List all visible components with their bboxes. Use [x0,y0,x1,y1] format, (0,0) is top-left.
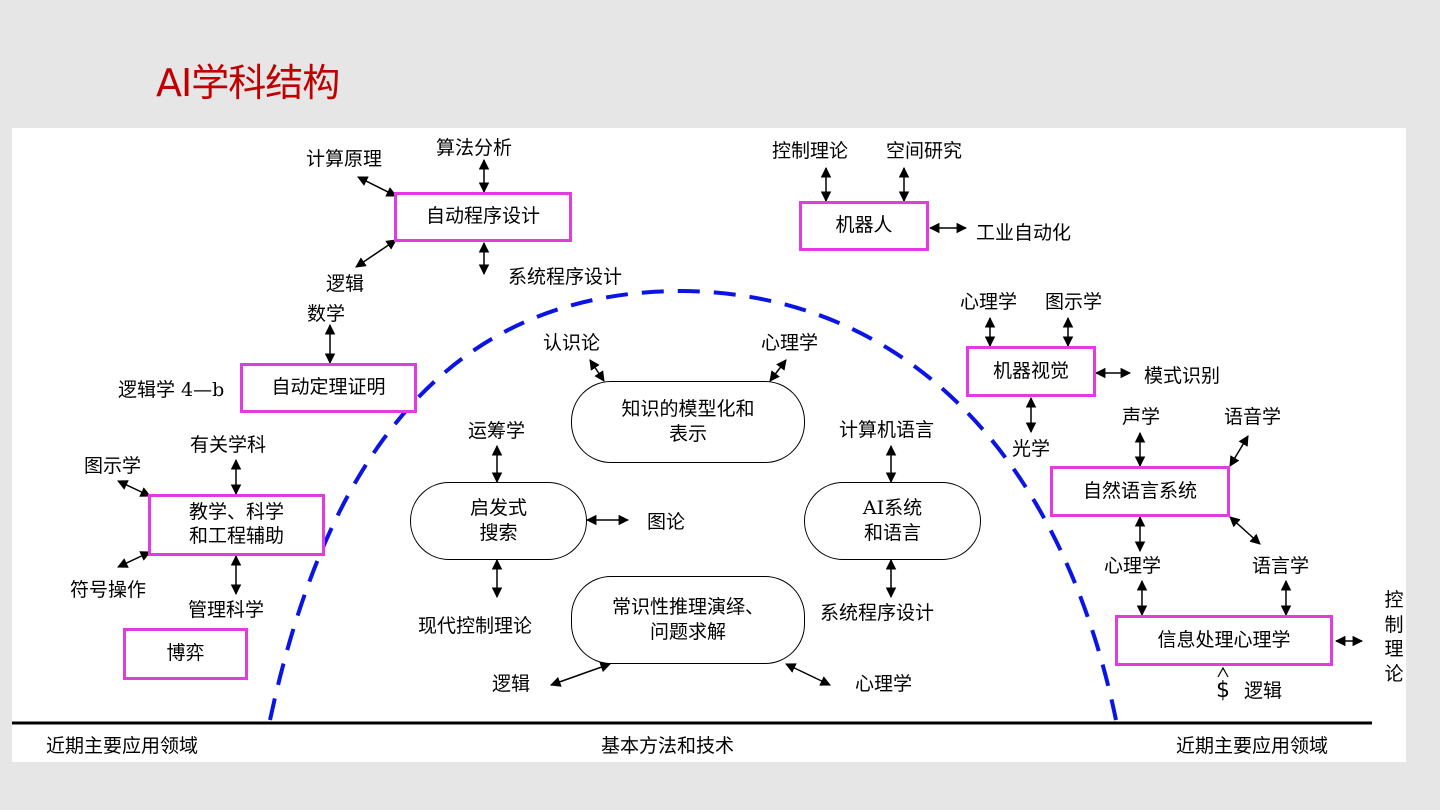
label-logic-bottom: 逻辑 [492,673,531,695]
label-management-science: 管理科学 [188,599,265,621]
label-dollar-sign: $ [1216,678,1230,703]
label-logic-4b: 逻辑学 4—b [118,379,225,401]
box-auto-programming: 自动程序设计 [394,192,572,242]
box-robot: 机器人 [799,201,929,251]
box-machine-vision: 机器视觉 [966,346,1096,397]
box-game: 博弈 [123,628,248,680]
label-psychology-bottom: 心理学 [855,673,913,695]
label-space-research: 空间研究 [886,140,963,162]
box-teaching-aid: 教学、科学和工程辅助 [148,494,325,556]
label-pattern-recognition: 模式识别 [1144,365,1221,387]
label-system-programming-mid: 系统程序设计 [820,602,935,624]
box-natural-language-system: 自然语言系统 [1050,466,1230,517]
label-calc-principle: 计算原理 [306,148,383,170]
label-psychology-top: 心理学 [761,332,819,354]
label-related-subjects: 有关学科 [190,434,267,456]
label-operations-research: 运筹学 [468,420,526,442]
label-math: 数学 [307,303,346,325]
oval-commonsense-reasoning: 常识性推理演绎、问题求解 [571,576,805,664]
label-logic-right: 逻辑 [1244,680,1283,702]
footer-left: 近期主要应用领域 [46,735,199,757]
label-control-theory-vertical: 控制理论 [1384,589,1404,686]
dashed-arc [268,288,1118,721]
box-auto-theorem-proving: 自动定理证明 [240,363,417,413]
label-computer-language: 计算机语言 [839,419,935,441]
label-acoustics: 声学 [1122,406,1161,428]
footer-center: 基本方法和技术 [601,735,735,757]
label-epistemology: 认识论 [543,332,601,354]
label-psychology-vision: 心理学 [960,291,1018,313]
label-psychology-nlp: 心理学 [1104,555,1162,577]
label-phonetics: 语音学 [1224,406,1282,428]
label-optics: 光学 [1012,438,1051,460]
oval-ai-systems-languages: AI系统和语言 [804,482,981,560]
label-system-programming-top: 系统程序设计 [508,266,623,288]
oval-knowledge-representation: 知识的模型化和表示 [571,381,805,463]
label-linguistics: 语言学 [1252,555,1310,577]
label-symbol-operations: 符号操作 [70,579,147,601]
label-control-theory-top: 控制理论 [772,140,849,162]
label-logic-top: 逻辑 [326,273,365,295]
label-graphics-left: 图示学 [84,455,142,477]
label-algorithm-analysis: 算法分析 [436,137,513,159]
label-modern-control: 现代控制理论 [418,615,533,637]
page-title: AI学科结构 [156,61,340,105]
footer-right: 近期主要应用领域 [1176,735,1329,757]
oval-heuristic-search: 启发式搜索 [410,482,587,560]
label-industrial-automation: 工业自动化 [976,222,1072,244]
label-graph-theory: 图论 [647,511,686,533]
label-graphics-vision: 图示学 [1045,291,1103,313]
box-info-processing-psychology: 信息处理心理学 [1115,615,1333,666]
